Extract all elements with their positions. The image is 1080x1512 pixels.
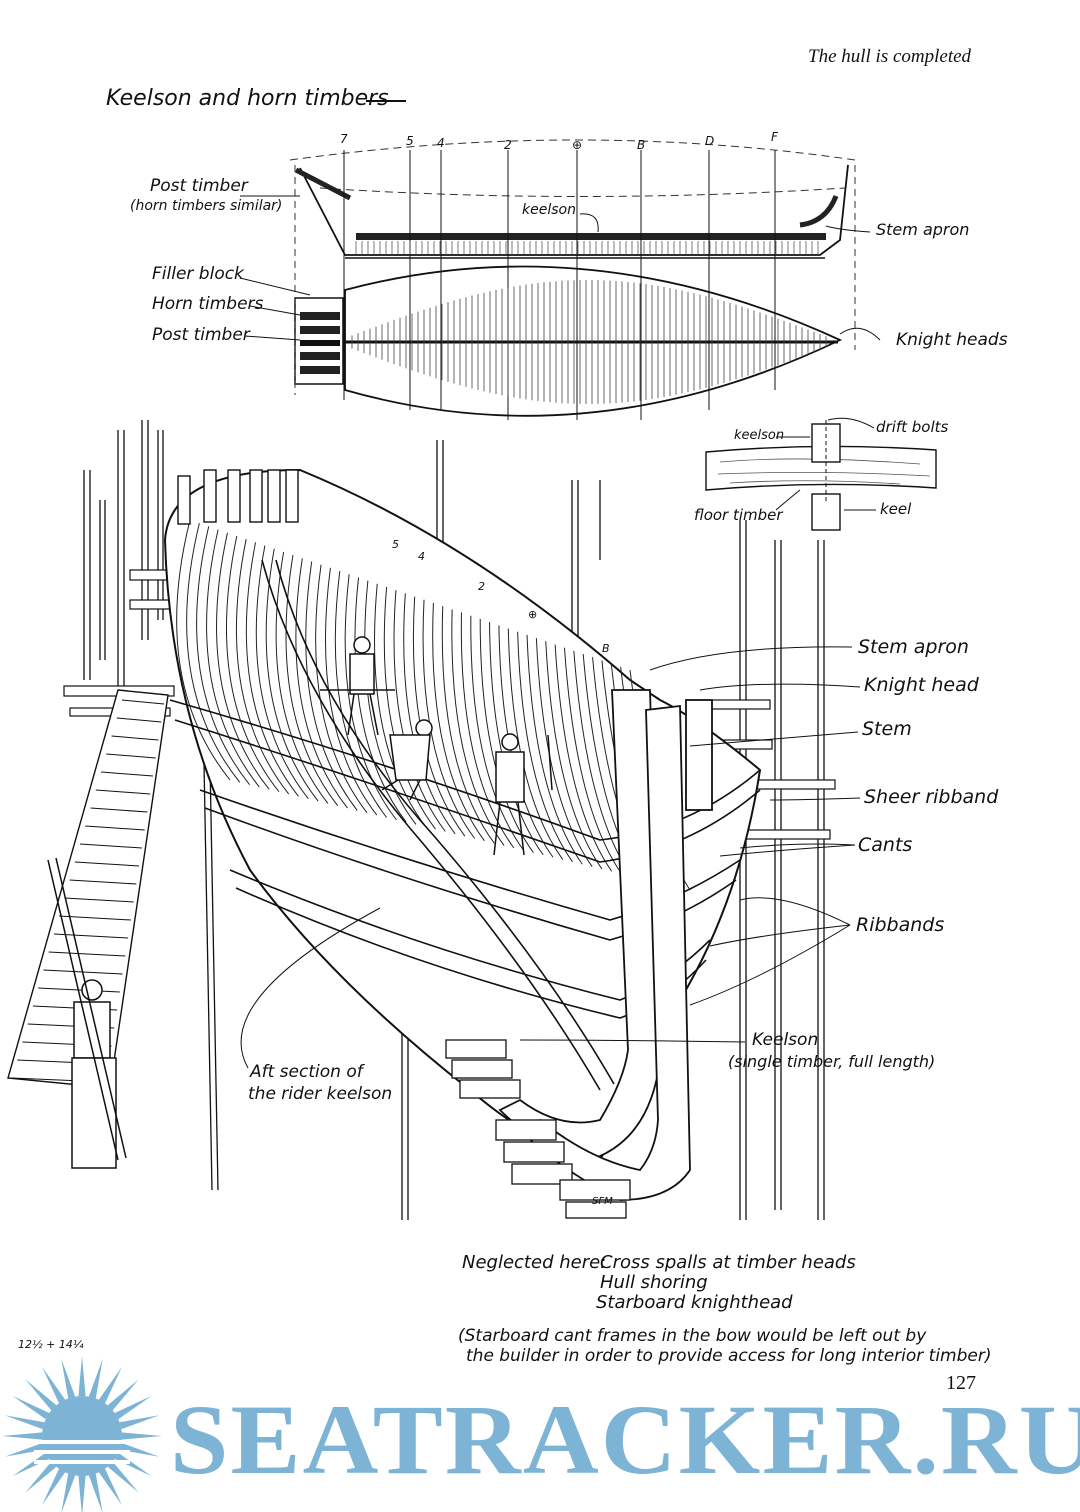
aft-section-callout-line2: the rider keelson <box>248 1084 393 1104</box>
hull-station-label: 2 <box>478 580 485 593</box>
neglected-label: Neglected here: <box>462 1252 607 1273</box>
neglected-item: Hull shoring <box>600 1272 708 1293</box>
filler-block-label: Filler block <box>152 264 244 284</box>
floor-timber-label: floor timber <box>694 506 783 524</box>
keelson-callout-line1: Keelson <box>752 1030 819 1050</box>
station-label: 2 <box>504 138 512 152</box>
running-title: The hull is completed <box>808 46 972 67</box>
keelson-label: keelson <box>522 202 576 218</box>
keelson-callout-line2: (single timber, full length) <box>728 1052 936 1071</box>
station-label: 7 <box>340 132 348 146</box>
detail-keelson-label: keelson <box>734 428 785 443</box>
section-title: Keelson and horn timbers <box>106 86 389 111</box>
artist-signature: SFM <box>592 1196 613 1207</box>
station-label: B <box>637 138 646 152</box>
post-timber-note: (horn timbers similar) <box>130 198 283 214</box>
hull-station-label: ⊕ <box>528 608 538 621</box>
neglected-item: Cross spalls at timber heads <box>600 1252 856 1273</box>
stem-apron-label: Stem apron <box>876 220 970 239</box>
margin-note: 12½ + 14¼ <box>18 1338 84 1351</box>
hull-station-label: 4 <box>418 550 425 563</box>
hull-station-label: B <box>602 642 610 655</box>
hull-station-label: 5 <box>392 538 399 551</box>
station-label: D <box>705 134 715 148</box>
sheer-ribband-callout: Sheer ribband <box>864 786 999 808</box>
page-number: 127 <box>946 1372 976 1394</box>
cants-callout: Cants <box>858 834 913 856</box>
watermark-text: SEATRACKER.RU <box>170 1384 1080 1495</box>
station-label: 4 <box>437 136 445 150</box>
station-label: F <box>771 130 778 144</box>
post-timber-label: Post timber <box>150 176 248 196</box>
station-label: ⊕ <box>572 138 583 152</box>
ribbands-callout: Ribbands <box>856 914 945 936</box>
post-timber-label-2: Post timber <box>152 325 250 345</box>
paren-note-line1: (Starboard cant frames in the bow would … <box>458 1326 927 1346</box>
stem-callout: Stem <box>862 718 912 740</box>
keel-label: keel <box>880 500 912 518</box>
knight-head-callout: Knight head <box>864 674 979 696</box>
aft-section-callout-line1: Aft section of <box>250 1062 363 1082</box>
paren-note-line2: the builder in order to provide access f… <box>466 1346 992 1366</box>
neglected-item: Starboard knighthead <box>596 1292 793 1313</box>
drift-bolts-label: drift bolts <box>876 418 949 436</box>
knight-heads-label: Knight heads <box>896 330 1008 350</box>
stem-apron-callout: Stem apron <box>858 636 969 658</box>
station-label: 5 <box>406 134 414 148</box>
horn-timbers-label: Horn timbers <box>152 294 264 314</box>
